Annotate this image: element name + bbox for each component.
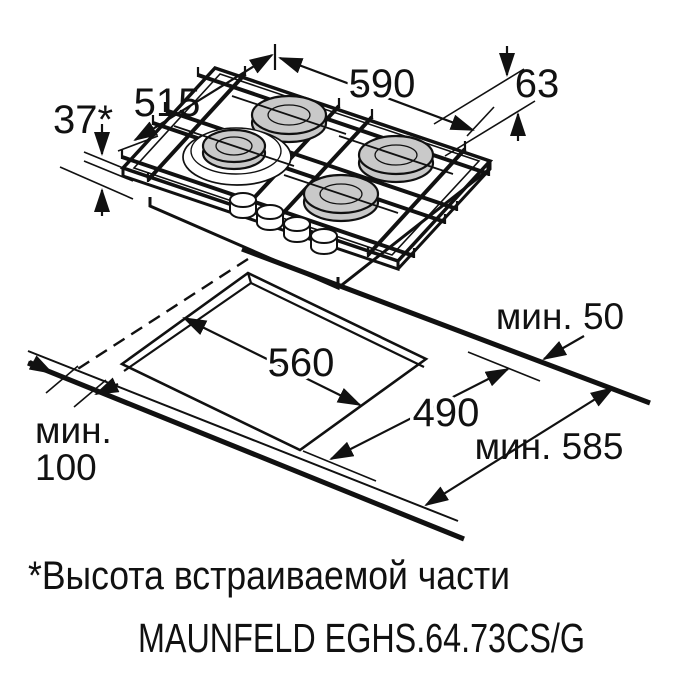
dim-590-label: 590 — [349, 62, 416, 106]
dim-560-label: 560 — [268, 341, 335, 385]
min585-label: мин. 585 — [475, 426, 624, 467]
min100-arrow-left — [28, 355, 54, 374]
extension-line-490-bottom — [302, 450, 377, 482]
footnote-builtin-height: *Высота встраиваемой части — [28, 554, 510, 598]
hob-isometric-view: 515 590 63 37* — [53, 44, 559, 291]
hob-dimensions: 515 590 63 37* — [53, 44, 559, 216]
cutout-dimensions: 560 490 мин. 50 мин. 585 мин. 100 — [28, 296, 624, 507]
dim-63-label: 63 — [515, 62, 560, 106]
burner-right — [338, 134, 454, 184]
model-name: MAUNFELD EGHS.64.73CS/G — [138, 615, 585, 661]
extension-line-37-slab — [83, 160, 134, 182]
extension-line-590 — [466, 106, 495, 137]
extension-line-37-surface — [83, 151, 134, 173]
dim-line-590 — [278, 56, 475, 132]
dim-line-min585 — [424, 386, 615, 507]
extension-line-490-top — [467, 351, 541, 382]
worktop-cutout-view: 560 490 мин. 50 мин. 585 мин. 100 — [27, 246, 651, 542]
min50-label: мин. 50 — [496, 296, 624, 337]
dim-line-515 — [133, 53, 274, 142]
extension-line-37-bottom — [59, 166, 134, 200]
dim-37-label: 37* — [53, 98, 113, 142]
extension-line-63-bottom — [444, 100, 536, 157]
min100-label-word: мин. — [35, 410, 112, 451]
dim-515-label: 515 — [134, 81, 201, 125]
min100-label-value: 100 — [35, 447, 97, 488]
min100-tick-1 — [45, 365, 79, 394]
cutout-opening — [119, 271, 429, 452]
burner-front-center — [283, 173, 399, 223]
min50-arrow — [542, 335, 585, 361]
extension-line-63-top — [433, 68, 525, 125]
control-knobs — [229, 192, 338, 255]
min100-arrow-right — [94, 377, 120, 396]
dim-line-490 — [329, 368, 510, 460]
worktop-hidden-edge-dashed — [72, 257, 249, 374]
dim-490-label: 490 — [413, 391, 480, 435]
extension-line-515 — [117, 135, 159, 152]
worktop-back-edge — [241, 246, 651, 406]
